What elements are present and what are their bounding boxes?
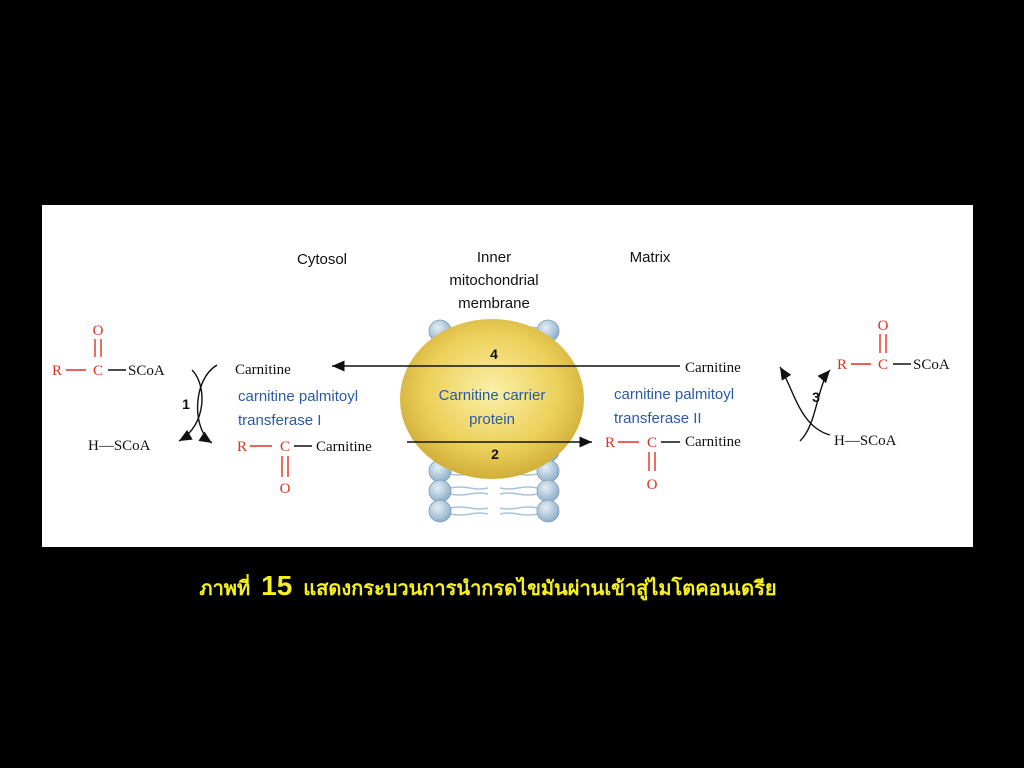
matrix-acylcarnitine-carnitine-label: Carnitine (685, 434, 741, 450)
caption-text: แสดงกระบวนการนำกรดไขมันผ่านเข้าสู่ไมโตคอ… (303, 576, 777, 600)
figure-caption: ภาพที่ 15 แสดงกระบวนการนำกรดไขมันผ่านเข้… (0, 570, 976, 604)
carrier-label-line1: Carnitine carrier (439, 387, 546, 404)
step3-curve-out (779, 366, 831, 436)
step3-curve-in (799, 369, 831, 442)
step1-curve-out (196, 364, 218, 444)
matrix-label: Matrix (630, 249, 671, 266)
matrix-acylcarnitine-o: O (647, 477, 658, 493)
lipid-head (536, 499, 560, 523)
membrane-label-line3: membrane (458, 295, 530, 312)
acyl-carbon: C (93, 363, 103, 379)
matrix-acylcarnitine-c: C (647, 435, 657, 451)
lipid-head (536, 479, 560, 503)
carrier-protein-shape (400, 319, 584, 479)
step-1-label: 1 (182, 396, 190, 412)
acyl-coa-right: O R C SCoA (837, 318, 950, 373)
cpt1-label-line1: carnitine palmitoyl (238, 388, 358, 405)
lipid-head (428, 499, 452, 523)
lipid-head (428, 479, 452, 503)
cpt2-label-line1: carnitine palmitoyl (614, 386, 734, 403)
step1-curve-in (178, 369, 203, 442)
right-acyl-c: C (878, 357, 888, 373)
carrier-label-line2: protein (469, 411, 515, 428)
acyl-coa-left: O R C SCoA (52, 323, 165, 379)
right-acyl-scoa-label: SCoA (913, 357, 950, 373)
membrane-label-line1: Inner (477, 249, 511, 266)
acylcarnitine-carnitine-label: Carnitine (316, 439, 372, 455)
cytosol-label: Cytosol (297, 251, 347, 268)
h-scoa-right: H—SCoA (834, 433, 897, 449)
acylcarnitine-c: C (280, 439, 290, 455)
right-acyl-oxygen: O (878, 318, 889, 334)
step-4-label: 4 (490, 346, 498, 362)
h-scoa-left: H—SCoA (88, 438, 151, 454)
acylcarnitine-o: O (280, 481, 291, 497)
right-acyl-r: R (837, 357, 847, 373)
step-3-label: 3 (812, 389, 820, 405)
acylcarnitine-r: R (237, 439, 247, 455)
caption-prefix: ภาพที่ (199, 576, 251, 600)
caption-number: 15 (261, 570, 293, 601)
carnitine-cytosol: Carnitine (235, 362, 291, 378)
acyl-r-group: R (52, 363, 62, 379)
acyl-scoa-label: SCoA (128, 363, 165, 379)
matrix-acylcarnitine-r: R (605, 435, 615, 451)
step-2-label: 2 (491, 446, 499, 462)
acyl-oxygen: O (93, 323, 104, 339)
acylcarnitine-matrix: R C O Carnitine (605, 434, 741, 493)
membrane-label-line2: mitochondrial (449, 272, 538, 289)
acylcarnitine-cytosol: R C O Carnitine (237, 439, 372, 497)
diagram-panel: Carnitine carrier protein Cytosol Inner … (42, 205, 973, 547)
cpt2-label-line2: transferase II (614, 410, 702, 427)
cpt1-label-line2: transferase I (238, 412, 321, 429)
carnitine-shuttle-diagram: Carnitine carrier protein Cytosol Inner … (52, 249, 950, 523)
carnitine-matrix: Carnitine (685, 360, 741, 376)
